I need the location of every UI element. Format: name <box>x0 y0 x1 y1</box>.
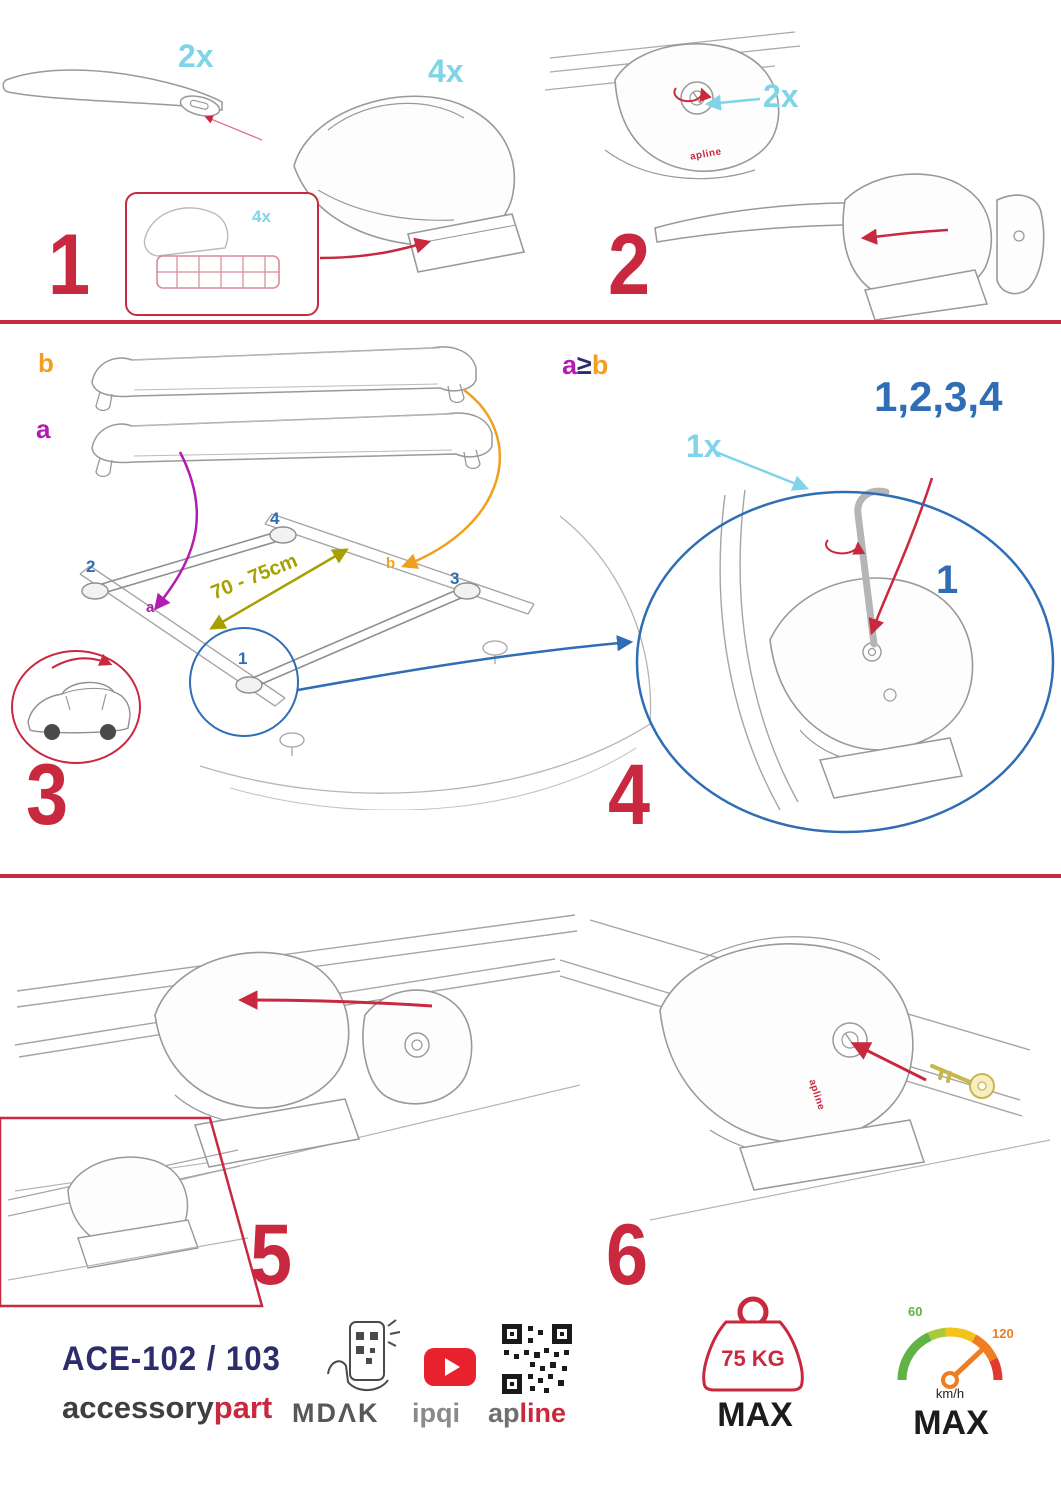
ipqi-logo: ipqi <box>412 1398 460 1428</box>
step-6-number: 6 <box>606 1207 649 1303</box>
detail-pos-1-label: 1 <box>936 558 959 602</box>
roof-pos-4-label: 4 <box>270 509 280 528</box>
foot-qty-label: 4x <box>428 53 464 89</box>
roof-pos-1-label: 1 <box>238 649 248 668</box>
lock-assembly-illustration <box>545 20 1055 325</box>
locking-with-key-illustration <box>550 890 1055 1250</box>
brand-wordmark: accessorypart <box>62 1390 272 1426</box>
pad-qty-label: 4x <box>252 207 271 226</box>
apline-logo: apline <box>488 1398 566 1429</box>
rule-a-ge-b: a≥b <box>562 352 608 379</box>
lock-qty-label: 2x <box>763 78 799 114</box>
rubber-pad-inset <box>125 192 319 316</box>
roof-a-label: a <box>146 599 155 616</box>
pad-to-foot-arrow <box>319 237 432 260</box>
speedometer-icon: 60 120 km/h <box>897 1304 1014 1401</box>
cover-attach-arrow <box>238 990 433 1010</box>
mounting-on-rail-illustration <box>15 895 580 1215</box>
mdak-logo: MDΛK <box>292 1398 380 1428</box>
roof-pos-3-label: 3 <box>450 569 460 588</box>
distance-measure-arrow <box>209 548 349 630</box>
brand-part: part <box>213 1390 273 1425</box>
rule-b: b <box>591 350 609 380</box>
section-divider-2 <box>0 874 1061 878</box>
speed-low-label: 60 <box>908 1304 922 1319</box>
speed-max-label: MAX <box>913 1404 989 1442</box>
step-2-number: 2 <box>608 217 651 313</box>
bar-b-label: b <box>38 348 54 378</box>
qr-code-icon <box>500 1322 574 1396</box>
rubber-pad-illustration <box>127 194 312 309</box>
crossbar-illustration <box>0 46 250 146</box>
roof-b-label: b <box>386 555 396 572</box>
endcap-insert-arrow <box>860 228 949 245</box>
weight-max-label: MAX <box>717 1396 793 1434</box>
roof-top-view-illustration <box>40 498 660 810</box>
rule-a: a <box>562 350 578 380</box>
rule-operator: ≥ <box>577 350 592 380</box>
allen-key-detail-illustration <box>650 480 1050 840</box>
crossbar-qty-label: 2x <box>178 38 214 74</box>
bar-endcap-pointer-arrow <box>204 115 263 141</box>
step-4-number: 4 <box>608 747 651 843</box>
bar-b-position-arrow <box>400 388 501 569</box>
car-inset-circle <box>11 650 141 764</box>
apline-ap: ap <box>488 1398 520 1428</box>
result-inset-frame <box>0 1116 264 1308</box>
speed-high-label: 120 <box>992 1326 1014 1341</box>
bar-a-label: a <box>36 414 51 444</box>
lock-qty-arrow <box>704 94 761 111</box>
key-insert-arrow <box>850 1042 927 1082</box>
lock-turn-arrow <box>673 87 712 103</box>
brand-accessory: accessory <box>62 1390 214 1425</box>
tool-qty-label: 1x <box>686 428 722 464</box>
roof-pos-2-label: 2 <box>86 557 96 576</box>
max-weight-value: 75 KG <box>721 1346 785 1371</box>
apline-line: line <box>519 1398 567 1428</box>
mounted-foot-inset-illustration <box>8 1130 248 1298</box>
detail-zoom-ellipse <box>635 490 1055 834</box>
bar-a-position-arrow <box>153 451 199 611</box>
key-rotation-arrow <box>825 539 866 555</box>
youtube-play-triangle <box>444 1358 460 1376</box>
youtube-icon <box>424 1348 476 1386</box>
tighten-sequence-label: 1,2,3,4 <box>874 373 1003 420</box>
step-1-number: 1 <box>48 217 91 313</box>
speed-unit-label: km/h <box>936 1386 964 1401</box>
section-divider-1 <box>0 320 1061 324</box>
detail-zoom-arrow <box>297 635 634 692</box>
car-direction-arrow <box>51 653 113 669</box>
step-5-number: 5 <box>250 1207 293 1303</box>
tool-qty-arrow <box>715 450 810 491</box>
tighten-sequence-arrow <box>868 477 934 636</box>
foot-highlight-circle <box>189 627 299 737</box>
foot-clamp-illustration <box>258 70 558 285</box>
crossbars-ab-illustration <box>80 340 500 485</box>
product-model: ACE-102 / 103 <box>62 1340 281 1378</box>
step-3-number: 3 <box>26 747 69 843</box>
phone-qr-scan-icon <box>322 1318 404 1396</box>
car-inset-illustration <box>18 652 138 740</box>
max-weight-icon: 75 KG <box>702 1296 804 1392</box>
